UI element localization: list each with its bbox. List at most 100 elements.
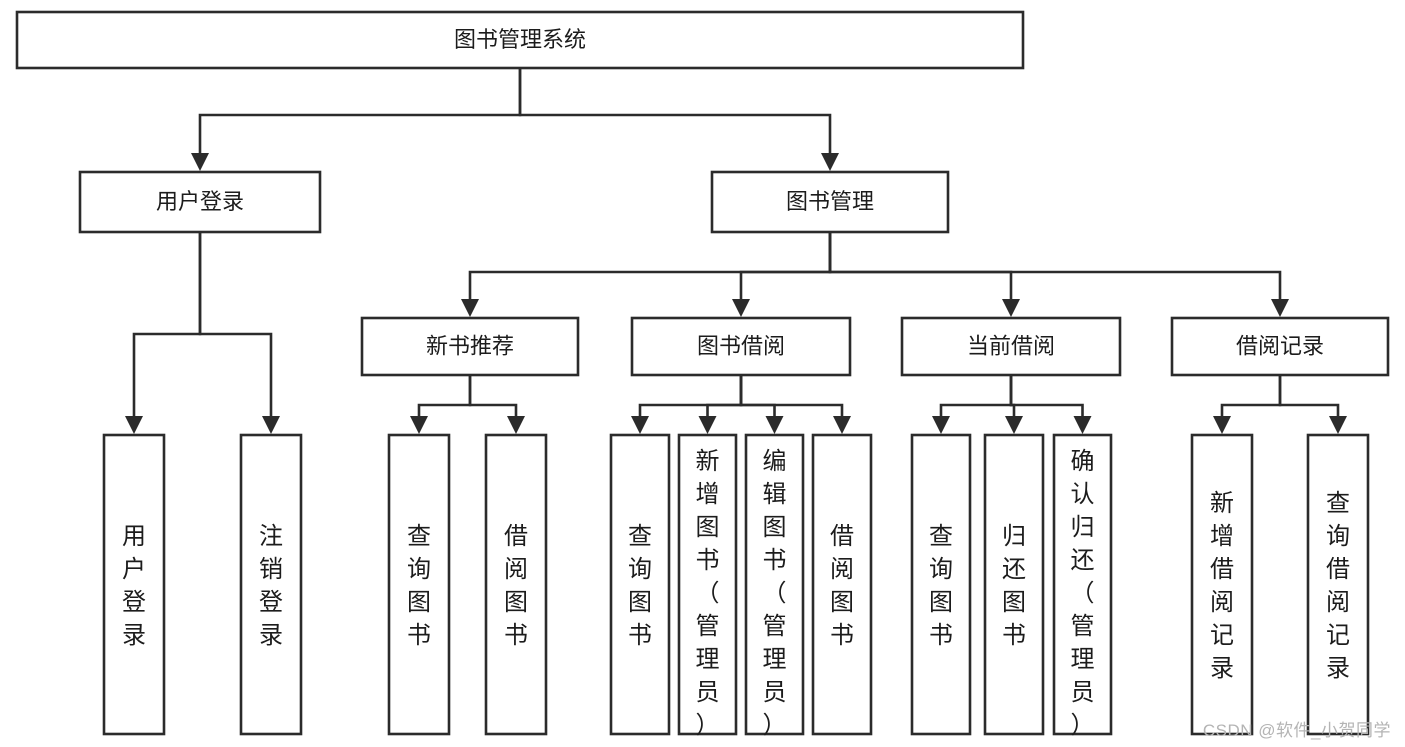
branch-node-box[interactable]: [360, 316, 580, 377]
arrowhead-leaf-edit-book-admin: [765, 416, 784, 434]
branch-node-box[interactable]: [78, 170, 322, 234]
connector-user-login-to-leaf-user-logout: [198, 232, 273, 419]
leaf-node-box[interactable]: [102, 433, 166, 736]
leaf-node-label: 查询图书: [929, 523, 953, 649]
arrowhead-leaf-query-borrow-record: [1329, 416, 1347, 434]
branch-node-label: 用户登录: [156, 189, 244, 214]
arrowhead-leaf-confirm-return-admin: [1073, 416, 1092, 434]
node-root[interactable]: 图书管理系统: [15, 10, 1025, 70]
node-leaf-query-book-borrow[interactable]: 查询图书: [609, 433, 671, 736]
leaf-node-label: 查询图书: [407, 523, 431, 649]
connector-book-borrow-to-leaf-query-book-borrow: [638, 375, 743, 419]
node-user-login[interactable]: 用户登录: [78, 170, 322, 234]
leaf-node-box[interactable]: [811, 433, 873, 736]
connector-book-borrow-to-leaf-borrow-book: [739, 375, 844, 419]
connector-book-manage-to-current-borrow: [828, 232, 1013, 302]
node-book-borrow[interactable]: 图书借阅: [630, 316, 852, 377]
leaf-node-box[interactable]: [1190, 433, 1254, 736]
arrowhead-leaf-user-logout: [262, 416, 280, 434]
connector-layer: [125, 68, 1347, 434]
connector-user-login-to-leaf-user-login: [132, 232, 202, 419]
leaf-node-box[interactable]: [609, 433, 671, 736]
leaf-node-box[interactable]: [239, 433, 303, 736]
leaf-node-label: 确认归还（管理员）: [1071, 448, 1095, 739]
connector-root-to-book-manage: [518, 68, 832, 156]
branch-node-box[interactable]: [630, 316, 852, 377]
leaf-node-label: 编辑图书（管理员）: [763, 448, 787, 739]
arrowhead-leaf-add-book-admin: [698, 416, 717, 434]
node-leaf-query-borrow-record[interactable]: 查询借阅记录: [1306, 433, 1370, 736]
arrowhead-leaf-return-book: [1005, 416, 1023, 434]
leaf-node-label: 新增借阅记录: [1210, 490, 1234, 682]
arrowhead-user-login: [191, 153, 209, 171]
arrowhead-book-manage: [821, 153, 839, 171]
node-leaf-query-book-rec[interactable]: 查询图书: [387, 433, 451, 736]
node-leaf-edit-book-admin[interactable]: 编辑图书（管理员）: [744, 433, 805, 739]
leaf-node-label: 新增图书（管理员）: [696, 448, 720, 739]
node-leaf-query-book-current[interactable]: 查询图书: [910, 433, 972, 736]
connector-borrow-records-to-leaf-add-borrow-record: [1220, 375, 1282, 419]
leaf-node-box[interactable]: [1306, 433, 1370, 736]
arrowhead-leaf-query-book-rec: [410, 416, 428, 434]
connector-current-borrow-to-leaf-confirm-return-admin: [1009, 375, 1084, 419]
arrowhead-borrow-records: [1271, 299, 1289, 317]
leaf-node-label: 查询图书: [628, 523, 652, 649]
arrowhead-book-borrow: [732, 299, 750, 317]
branch-node-box[interactable]: [900, 316, 1122, 377]
node-leaf-return-book[interactable]: 归还图书: [983, 433, 1045, 736]
leaf-node-box[interactable]: [484, 433, 548, 736]
connector-book-borrow-to-leaf-edit-book-admin: [739, 375, 776, 419]
arrowhead-current-borrow: [1002, 299, 1020, 317]
leaf-node-label: 归还图书: [1002, 523, 1026, 649]
arrowhead-leaf-user-login: [125, 416, 143, 434]
node-leaf-user-login[interactable]: 用户登录: [102, 433, 166, 736]
branch-node-label: 借阅记录: [1236, 333, 1324, 358]
branch-node-label: 当前借阅: [967, 333, 1055, 358]
node-leaf-user-logout[interactable]: 注销登录: [239, 433, 303, 736]
leaf-node-box[interactable]: [910, 433, 972, 736]
connector-root-to-user-login: [198, 68, 522, 156]
connector-book-manage-to-book-borrow: [739, 232, 832, 302]
leaf-node-box[interactable]: [387, 433, 451, 736]
branch-node-box[interactable]: [710, 170, 950, 234]
leaf-node-box[interactable]: [744, 433, 805, 736]
leaf-node-label: 借阅图书: [504, 523, 528, 649]
connector-new-book-recommend-to-leaf-query-book-rec: [417, 375, 472, 419]
node-leaf-add-book-admin[interactable]: 新增图书（管理员）: [677, 433, 738, 739]
arrowhead-leaf-borrow-book: [833, 416, 851, 434]
connector-book-borrow-to-leaf-add-book-admin: [706, 375, 743, 419]
leaf-node-label: 注销登录: [259, 523, 283, 649]
connector-book-manage-to-borrow-records: [828, 232, 1282, 302]
leaf-node-box[interactable]: [677, 433, 738, 736]
arrowhead-leaf-borrow-book-rec: [507, 416, 525, 434]
arrowhead-new-book-recommend: [461, 299, 479, 317]
root-node-box[interactable]: [15, 10, 1025, 70]
node-new-book-recommend[interactable]: 新书推荐: [360, 316, 580, 377]
connector-book-manage-to-new-book-recommend: [468, 232, 832, 302]
connector-current-borrow-to-leaf-query-book-current: [939, 375, 1013, 419]
node-current-borrow[interactable]: 当前借阅: [900, 316, 1122, 377]
branch-node-label: 图书管理: [786, 189, 874, 214]
connector-borrow-records-to-leaf-query-borrow-record: [1278, 375, 1340, 419]
branch-node-label: 新书推荐: [426, 333, 514, 358]
node-layer: 图书管理系统用户登录图书管理新书推荐图书借阅当前借阅借阅记录用户登录注销登录查询…: [15, 10, 1390, 739]
branch-node-box[interactable]: [1170, 316, 1390, 377]
leaf-node-label: 查询借阅记录: [1326, 490, 1350, 682]
arrowhead-leaf-query-book-borrow: [631, 416, 649, 434]
node-leaf-borrow-book-rec[interactable]: 借阅图书: [484, 433, 548, 736]
node-borrow-records[interactable]: 借阅记录: [1170, 316, 1390, 377]
node-book-manage[interactable]: 图书管理: [710, 170, 950, 234]
leaf-node-label: 用户登录: [122, 523, 146, 649]
node-leaf-add-borrow-record[interactable]: 新增借阅记录: [1190, 433, 1254, 736]
leaf-node-label: 借阅图书: [830, 523, 854, 649]
connector-new-book-recommend-to-leaf-borrow-book-rec: [468, 375, 518, 419]
leaf-node-box[interactable]: [983, 433, 1045, 736]
branch-node-label: 图书借阅: [697, 333, 785, 358]
node-leaf-borrow-book[interactable]: 借阅图书: [811, 433, 873, 736]
arrowhead-leaf-query-book-current: [932, 416, 950, 434]
node-leaf-confirm-return-admin[interactable]: 确认归还（管理员）: [1052, 433, 1113, 739]
leaf-node-box[interactable]: [1052, 433, 1113, 736]
arrowhead-leaf-add-borrow-record: [1213, 416, 1231, 434]
